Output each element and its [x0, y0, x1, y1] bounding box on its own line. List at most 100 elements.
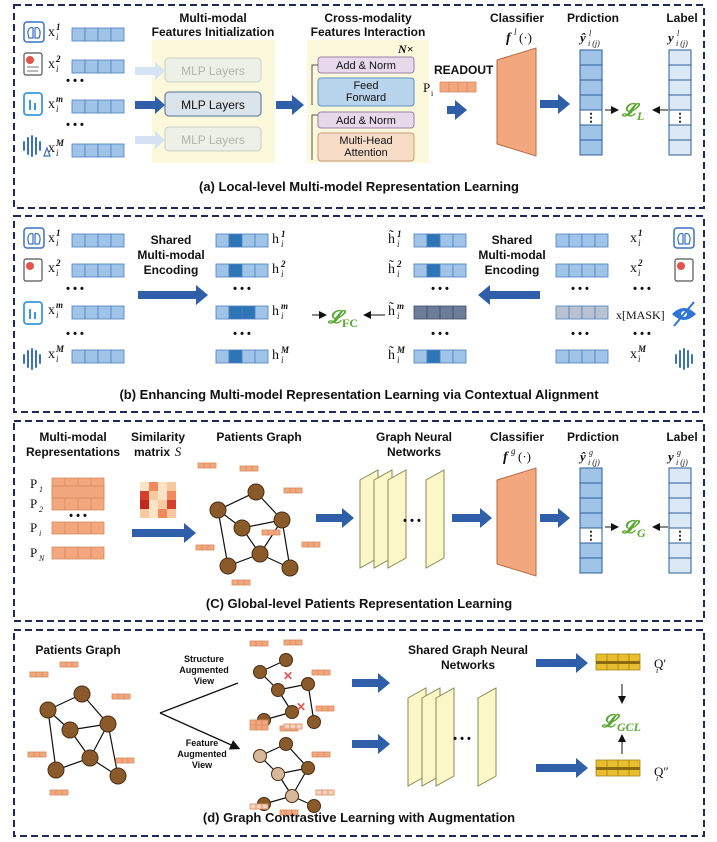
b-ht-row-3-cell-0: [413, 349, 428, 364]
b-ht-0-sup: 1: [397, 229, 402, 239]
b-h-2-sup: m: [281, 301, 288, 311]
d-s-chip-2-cell-1: [317, 669, 325, 676]
b-h-row-0-cell-3: [254, 233, 269, 248]
a-x-3-sub: i: [56, 148, 59, 158]
c-chip-2-cell-2: [295, 487, 303, 494]
loss-global-sub: G: [637, 526, 646, 540]
patients-graph-title-c: Patients Graph: [216, 430, 301, 444]
c-chip-1-cell-2: [251, 465, 259, 472]
d-main-graph-node-2: [61, 721, 79, 739]
a-label-cell-5: [668, 124, 692, 141]
label-vector: ⋮: [668, 49, 692, 156]
c-heat-1-0: [140, 491, 149, 500]
c-chip-4-cell-1: [237, 579, 245, 586]
p-i-label: P: [423, 80, 430, 95]
c-heat-2-2: [158, 500, 167, 509]
b-ht-0-base: h̃: [388, 230, 395, 247]
d-cut-mark-2: ✕: [296, 700, 306, 714]
a-input-row-0-cell-2: [97, 27, 112, 42]
gnn-title-d-line-1: Networks: [441, 658, 495, 672]
b-ht-1-base: h̃: [388, 260, 395, 277]
c-graph-edge-9: [217, 509, 229, 567]
mlp-layer-1: [164, 57, 262, 83]
d-s-chip-0-cell-0: [249, 640, 257, 647]
arrow-repr-to-graph: [132, 523, 196, 543]
d-main-chip-4-cell-2: [61, 789, 69, 796]
patients-graph-title-d: Patients Graph: [35, 643, 120, 657]
b-ht-3-base: h̃: [388, 346, 395, 363]
d-gnn-layer-last: [477, 687, 497, 787]
d-main-chip-2-cell-2: [123, 693, 131, 700]
d-q1-stripe-2: [618, 661, 629, 664]
b-ht-row-1-cell-3: [452, 263, 467, 278]
label-title-c: Label: [666, 430, 697, 444]
b-input-row-1-cell-3: [110, 263, 125, 278]
panel-a-border: [13, 4, 705, 209]
c-chip-6-cell-2: [273, 529, 281, 536]
shared-right-line-1: Multi-modal: [478, 248, 545, 262]
b-xr-0-base: x: [630, 231, 637, 246]
sim-s: S: [175, 444, 182, 459]
b-h-1-sup: 2: [280, 259, 286, 269]
b-right-row-0-cell-0: [555, 233, 570, 248]
d-main-chip-3-cell-1: [121, 757, 129, 764]
c-chip-6-cell-1: [267, 529, 275, 536]
b-x-3-sup: M: [55, 344, 65, 354]
lung-icon: [23, 21, 45, 43]
arrow-shared-left: [138, 285, 208, 305]
a-x-0-base: x: [48, 25, 55, 40]
c-chip-0-cell-1: [203, 462, 211, 469]
mlp-label-2: MLP Layers: [181, 98, 245, 112]
d-main-chip-2-cell-0: [111, 693, 119, 700]
arrow-mlp-to-cross: [276, 95, 304, 115]
d-main-graph-node-1: [73, 685, 91, 703]
d-q2-stripe-2: [618, 767, 629, 770]
d-s-chip-2-cell-0: [311, 669, 319, 676]
c-chip-2-cell-0: [283, 487, 291, 494]
a-label-cell-3: [668, 94, 692, 111]
arrow-faint-1: [135, 62, 165, 80]
arrow-main-mlp: [135, 96, 165, 114]
b-x-1-sup: 2: [55, 258, 61, 268]
d-s-chip-1-cell-1: [289, 639, 297, 646]
d-q2-stripe-0: [596, 767, 607, 770]
d-gnn-layer-2: [435, 687, 455, 787]
d-s-chip-0-cell-1: [255, 640, 263, 647]
title-init-line-1: Features Initialization: [152, 25, 275, 39]
b-h-row-2-cell-1: [228, 305, 243, 320]
classifier-arg: (·): [519, 30, 532, 45]
c-chip-0-cell-0: [197, 462, 205, 469]
c-chip-4-cell-0: [231, 579, 239, 586]
c-repr-row-1-cell-0: [51, 497, 66, 511]
a-input-row-3-cell-0: [71, 143, 86, 158]
b-dots-rx2: • • •: [633, 328, 651, 340]
c-graph-node-5: [219, 557, 237, 575]
c-pred-cell-1: [579, 482, 603, 499]
arrow-shared-right: [478, 285, 540, 305]
d-f-chip-5-cell-0: [249, 803, 257, 810]
mlp-layer-3: [164, 126, 262, 152]
prediction-symbol: ŷ: [578, 30, 586, 45]
feed-forward-box: [317, 77, 415, 107]
a-x-0-sup: 1: [56, 22, 61, 32]
b-ht-row-2-cell-0: [413, 305, 428, 320]
d-main-chip-0-cell-0: [29, 671, 37, 678]
d-gnn-dots: • • •: [453, 733, 471, 745]
b-xr-3-base: x: [630, 347, 637, 362]
prediction-sup-c: g: [589, 448, 593, 457]
b-x-1-sub: i: [56, 268, 59, 278]
d-f-chip-3-cell-1: [321, 789, 329, 796]
a-input-row-1-cell-3: [110, 59, 125, 74]
b-h-3-base: h: [272, 348, 279, 363]
lab-report-icon: [23, 52, 43, 76]
d-s-chip-3-cell-2: [327, 705, 335, 712]
b-ht-row-0-cell-0: [413, 233, 428, 248]
d-q1-stripe-3: [629, 661, 640, 664]
b-h-row-3-cell-1: [228, 349, 243, 364]
b-input-row-3-cell-1: [84, 349, 99, 364]
b-ht-3-sub: i: [397, 355, 400, 365]
